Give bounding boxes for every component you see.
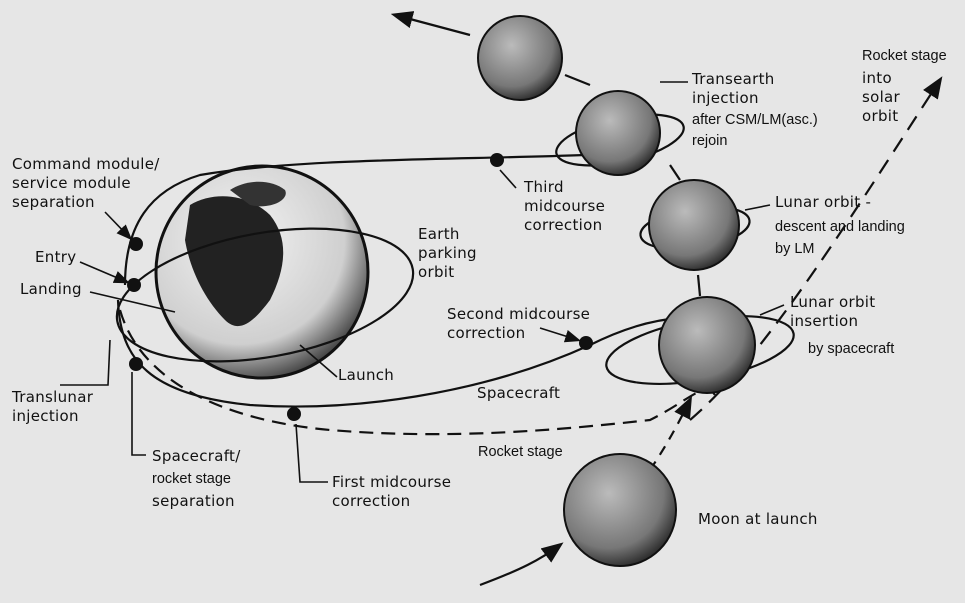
moon-insertion [658,296,756,394]
label-spacecraft: Spacecraft [477,384,561,402]
label-csm-separation: Command module/ service module separatio… [12,155,160,211]
return-trajectory [123,153,586,286]
label-lunar-orbit-descent-b: descent and landing by LM [775,219,905,257]
label-launch: Launch [338,366,395,384]
label-translunar-injection: Translunar injection [12,388,94,425]
label-lunar-orbit-descent-a: Lunar orbit - [775,193,872,211]
moon-lunar-orbit [648,179,740,271]
north-america [185,196,284,327]
label-transearth-injection: Transearth injection [692,70,775,107]
label-second-midcourse: Second midcourse correction [447,305,591,342]
spacecraft-trajectory [116,299,681,408]
label-rocket-stage: Rocket stage [478,444,563,460]
label-spacecraft-separation-c: separation [152,492,235,510]
moon-return [477,15,563,101]
label-moon-at-launch: Moon at launch [698,510,818,528]
label-third-midcourse: Third midcourse correction [524,178,606,234]
label-landing: Landing [20,280,82,298]
label-spacecraft-separation-a: Spacecraft/ [152,447,241,465]
label-lunar-orbit-insertion-b: by spacecraft [808,341,895,357]
leader-lines [60,81,785,483]
label-solar-orbit-a: Rocket stage [862,48,947,64]
moon-at-launch [563,453,677,567]
label-spacecraft-separation-b: rocket stage [152,471,231,487]
moon-transearth [575,90,661,176]
label-first-midcourse: First midcourse correction [332,473,452,510]
earth-parking-orbit [115,227,415,363]
event-markers [127,153,593,421]
label-solar-orbit-b: into solar orbit [862,69,901,125]
label-lunar-orbit-insertion-a: Lunar orbit insertion [790,293,876,330]
label-entry: Entry [35,248,77,266]
label-earth-parking-orbit: Earth parking orbit [418,225,477,281]
label-transearth-note: after CSM/LM(asc.) rejoin [692,112,818,149]
